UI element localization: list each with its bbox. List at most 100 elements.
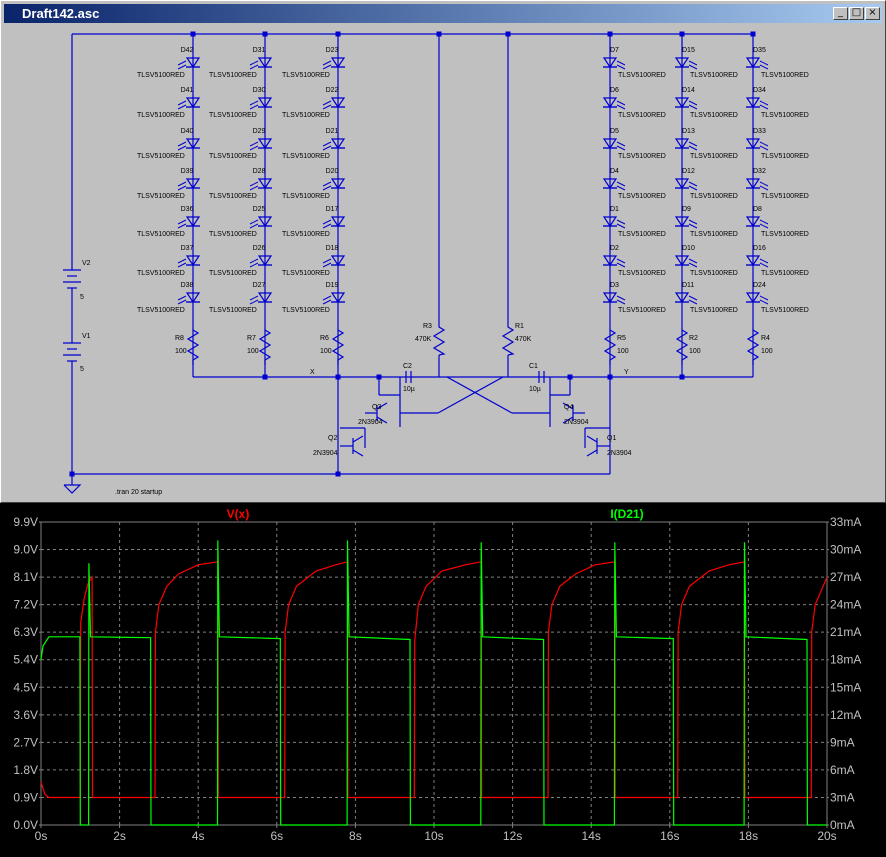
q4-model: 2N3904 bbox=[564, 419, 589, 426]
led-ref: D33 bbox=[753, 128, 766, 135]
led-model: TLSV5100RED bbox=[137, 72, 185, 79]
trace-label-id21[interactable]: I(D21) bbox=[610, 507, 643, 521]
led-model: TLSV5100RED bbox=[618, 270, 666, 277]
junction-dot bbox=[376, 374, 382, 380]
led-model: TLSV5100RED bbox=[690, 193, 738, 200]
trace-vx[interactable] bbox=[40, 561, 828, 799]
c2-ref: C2 bbox=[403, 363, 412, 370]
junction-dot bbox=[262, 374, 268, 380]
led-model: TLSV5100RED bbox=[761, 307, 809, 314]
led-model: TLSV5100RED bbox=[137, 270, 185, 277]
y-tick-label: 5.4V bbox=[13, 653, 38, 667]
wires bbox=[63, 33, 754, 494]
led-ref: D36 bbox=[181, 206, 194, 213]
trace-id21[interactable] bbox=[40, 540, 827, 826]
x-tick-label: 16s bbox=[660, 829, 679, 843]
led-ref: D24 bbox=[753, 282, 766, 289]
led-ref: D32 bbox=[753, 168, 766, 175]
q3-model: 2N3904 bbox=[358, 419, 383, 426]
y2-tick-label: 33mA bbox=[830, 515, 861, 529]
led-model: TLSV5100RED bbox=[137, 307, 185, 314]
minimize-button[interactable]: _ bbox=[833, 7, 848, 20]
title-bar[interactable]: Draft142.asc _ □ × bbox=[4, 4, 882, 23]
led-model: TLSV5100RED bbox=[209, 153, 257, 160]
y2-tick-label: 6mA bbox=[830, 763, 855, 777]
waveform-plot[interactable]: 9.9V9.0V8.1V7.2V6.3V5.4V4.5V3.6V2.7V1.8V… bbox=[0, 503, 886, 857]
r5-ref: R5 bbox=[617, 335, 626, 342]
led-model: TLSV5100RED bbox=[282, 72, 330, 79]
led-model: TLSV5100RED bbox=[690, 270, 738, 277]
led-ref: D29 bbox=[253, 128, 266, 135]
r7-value: 100 bbox=[247, 348, 259, 355]
y2-tick-label: 9mA bbox=[830, 735, 855, 749]
led-model: TLSV5100RED bbox=[282, 153, 330, 160]
net-label-y: Y bbox=[624, 369, 629, 376]
junction-dot bbox=[436, 31, 442, 37]
led-ref: D16 bbox=[753, 245, 766, 252]
maximize-button[interactable]: □ bbox=[849, 7, 864, 20]
led-model: TLSV5100RED bbox=[761, 231, 809, 238]
led-model: TLSV5100RED bbox=[690, 231, 738, 238]
led-ref: D8 bbox=[753, 206, 762, 213]
close-button[interactable]: × bbox=[865, 7, 880, 20]
led-model: TLSV5100RED bbox=[618, 72, 666, 79]
led-ref: D20 bbox=[326, 168, 339, 175]
components: R8 100 R7 100 R6 100 R3 470K R1 470K R5 … bbox=[63, 260, 773, 496]
q2-ref: Q2 bbox=[328, 435, 337, 442]
y-tick-label: 0.9V bbox=[13, 790, 38, 804]
q1-model: 2N3904 bbox=[607, 450, 632, 457]
r4-value: 100 bbox=[761, 348, 773, 355]
led-ref: D9 bbox=[682, 206, 691, 213]
grid-lines bbox=[41, 522, 827, 825]
r5-value: 100 bbox=[617, 348, 629, 355]
led-model: TLSV5100RED bbox=[690, 307, 738, 314]
spice-directive[interactable]: .tran 20 startup bbox=[115, 489, 162, 496]
trace-label-vx[interactable]: V(x) bbox=[227, 507, 250, 521]
